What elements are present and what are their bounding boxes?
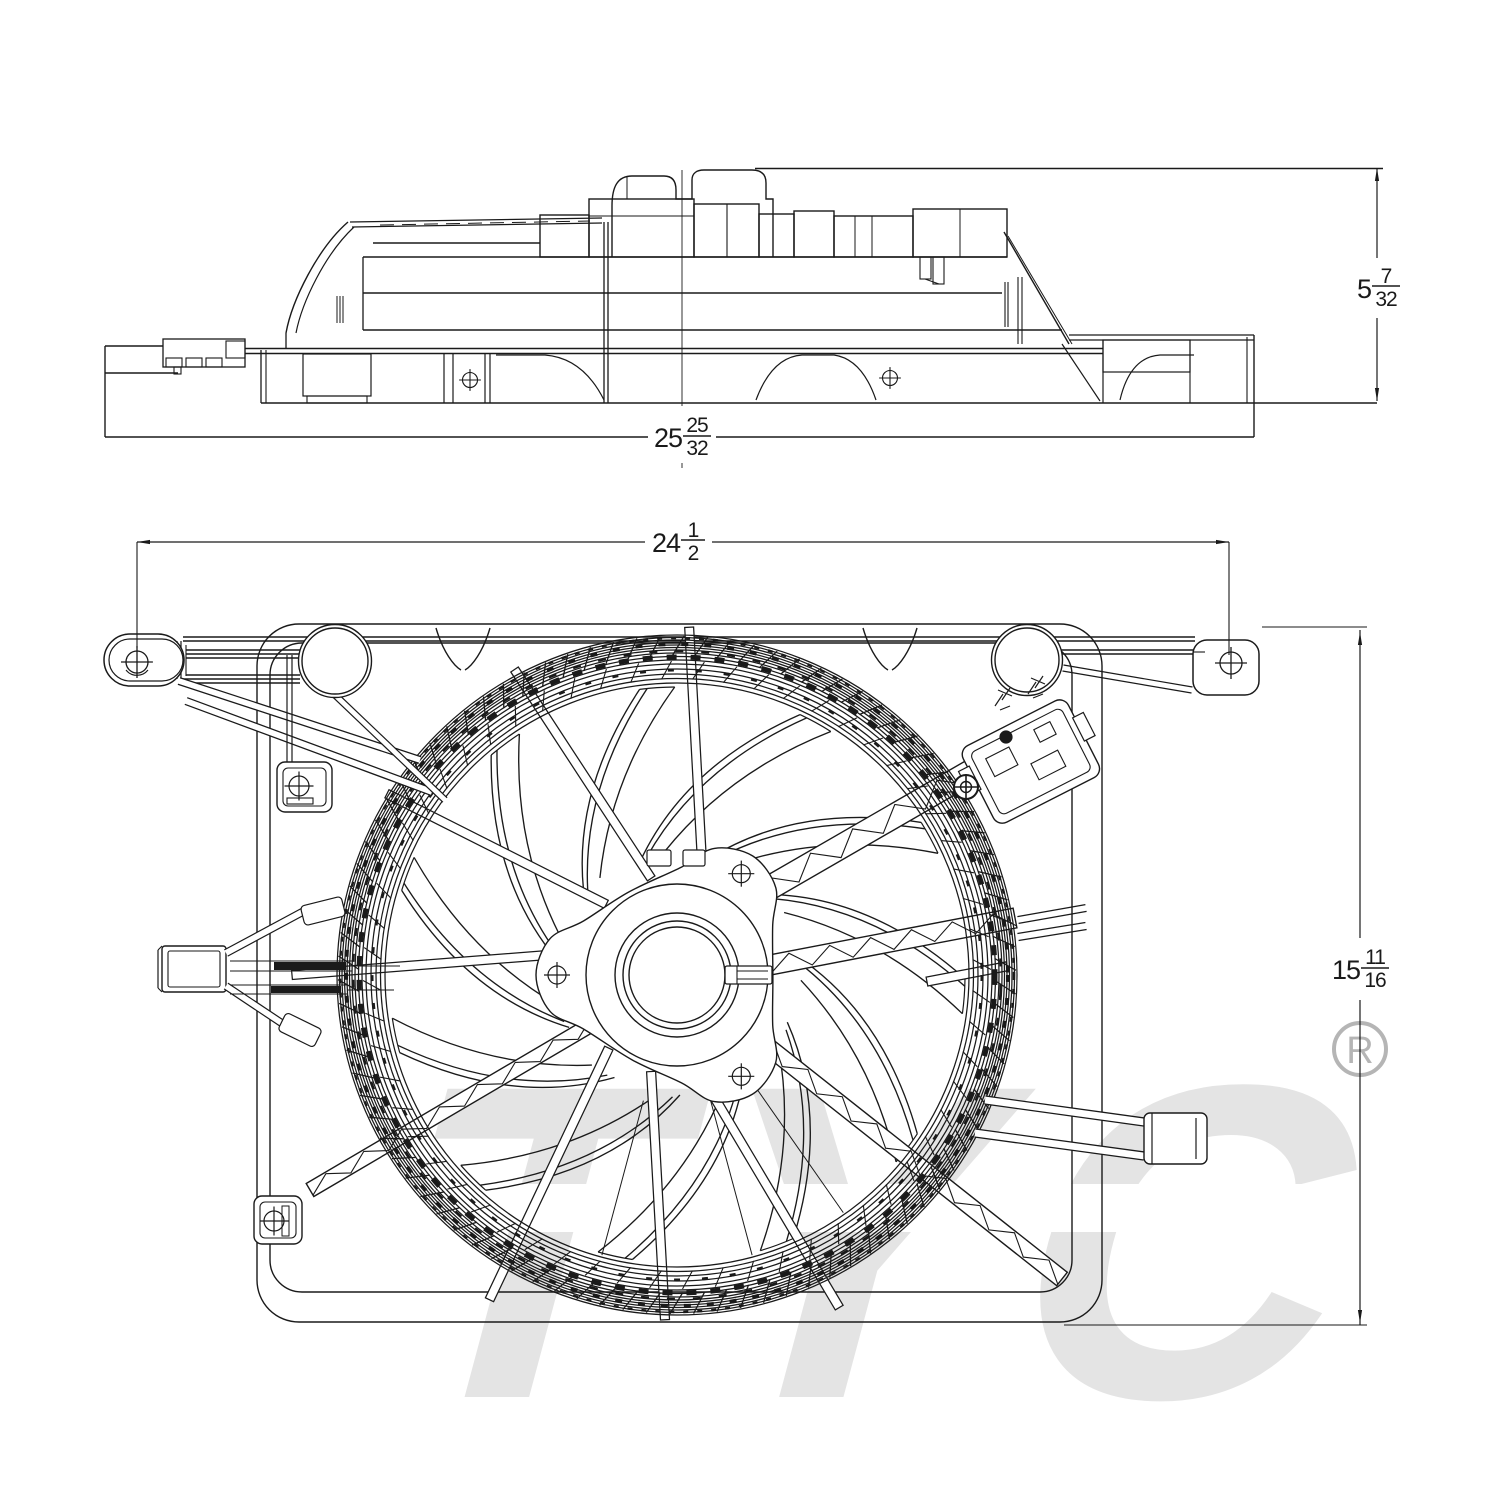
svg-text:32: 32 [686, 437, 708, 460]
svg-text:15: 15 [1332, 955, 1360, 985]
svg-text:1: 1 [688, 519, 699, 542]
svg-text:2: 2 [688, 542, 699, 565]
svg-text:25: 25 [686, 414, 708, 437]
svg-text:24: 24 [652, 528, 681, 558]
svg-text:25: 25 [654, 423, 682, 453]
svg-text:16: 16 [1364, 969, 1386, 992]
svg-text:32: 32 [1375, 288, 1397, 311]
svg-text:7: 7 [1381, 265, 1392, 288]
svg-text:5: 5 [1357, 274, 1371, 304]
svg-text:11: 11 [1365, 946, 1385, 969]
